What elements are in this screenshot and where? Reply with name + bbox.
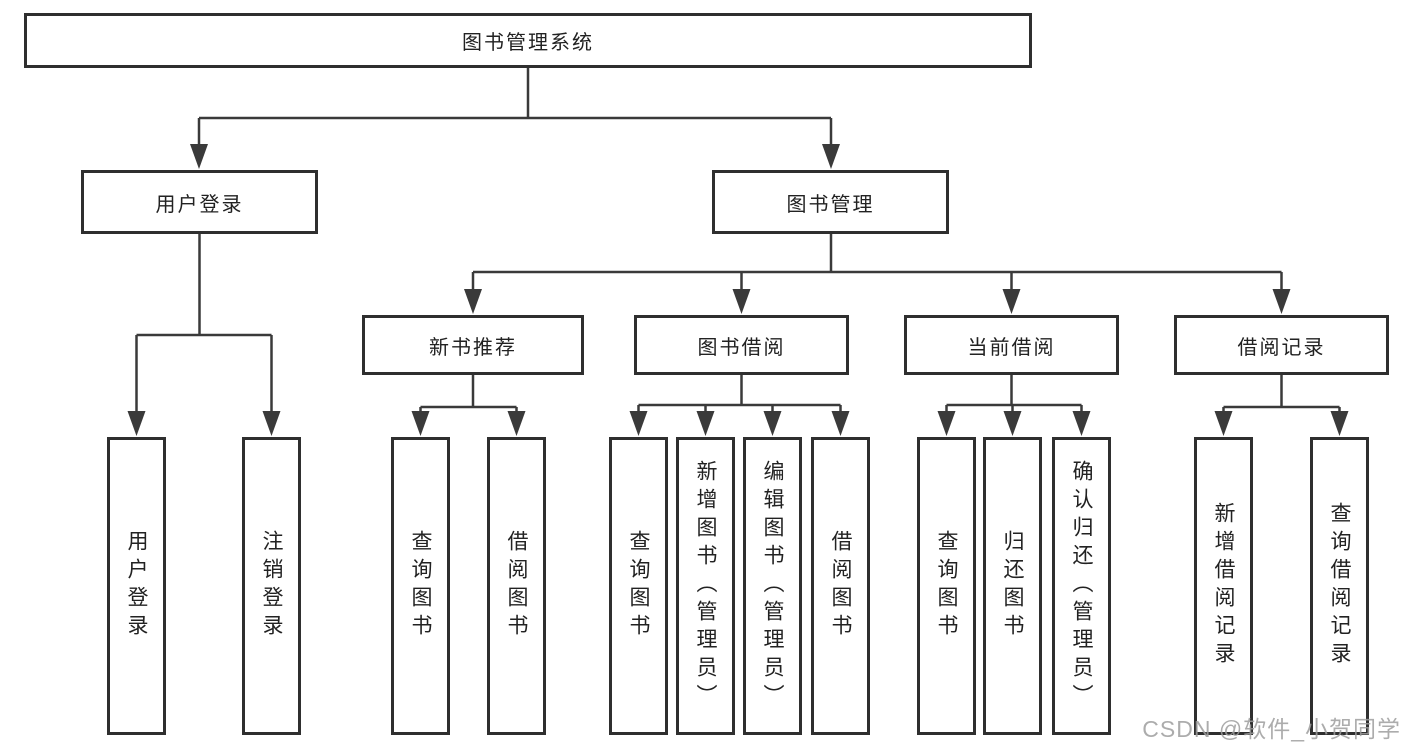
leaf-user-login: 用户登录 [107, 437, 166, 735]
leaf-label: 编辑图书（管理员） [761, 460, 784, 712]
leaf-query-books: 查询图书 [391, 437, 450, 735]
leaf-label: 确认归还（管理员） [1070, 460, 1093, 712]
connector-borrow-to-leaves [637, 375, 842, 415]
leaf-label: 借阅图书 [505, 530, 528, 642]
leaf-query-borrow-record: 查询借阅记录 [1310, 437, 1369, 735]
leaf-query-books: 查询图书 [917, 437, 976, 735]
node-library-system: 图书管理系统 [24, 13, 1032, 68]
connector-records-to-leaves [1222, 375, 1341, 415]
arrow-down-icon [1330, 411, 1349, 436]
arrow-down-icon [1002, 289, 1021, 314]
leaf-label: 查询图书 [935, 530, 958, 642]
leaf-borrow-books: 借阅图书 [811, 437, 870, 735]
leaf-label: 归还图书 [1001, 530, 1024, 642]
leaf-label: 借阅图书 [829, 530, 852, 642]
node-new-book-recommend: 新书推荐 [362, 315, 584, 375]
node-borrowing-records: 借阅记录 [1174, 315, 1389, 375]
arrow-down-icon [262, 411, 281, 436]
leaf-confirm-return-admin: 确认归还（管理员） [1052, 437, 1111, 735]
connector-mgmt-to-level3 [471, 234, 1283, 293]
arrow-down-icon [190, 144, 208, 169]
arrow-down-icon [464, 289, 482, 314]
arrow-down-icon [831, 411, 850, 436]
leaf-label: 用户登录 [125, 530, 148, 642]
leaf-add-book-admin: 新增图书（管理员） [676, 437, 735, 735]
arrow-down-icon [1003, 411, 1022, 436]
leaf-borrow-books: 借阅图书 [487, 437, 546, 735]
connector-newbook-to-leaves [419, 375, 518, 415]
leaf-query-books: 查询图书 [609, 437, 668, 735]
arrow-down-icon [507, 411, 526, 436]
arrow-down-icon [1272, 289, 1291, 314]
arrow-down-icons [127, 144, 1349, 436]
arrow-down-icon [1214, 411, 1233, 436]
leaf-label: 查询借阅记录 [1328, 502, 1351, 670]
arrow-down-icon [822, 144, 840, 169]
leaf-return-books: 归还图书 [983, 437, 1042, 735]
leaf-label: 新增借阅记录 [1212, 502, 1235, 670]
leaf-label: 新增图书（管理员） [694, 460, 717, 712]
csdn-watermark: CSDN @软件_小贺同学 [1142, 716, 1401, 742]
leaf-label: 注销登录 [260, 530, 283, 642]
connector-login-to-leaves [135, 234, 273, 415]
arrow-down-icon [629, 411, 648, 436]
arrow-down-icon [127, 411, 146, 436]
leaf-logout: 注销登录 [242, 437, 301, 735]
leaf-add-borrow-record: 新增借阅记录 [1194, 437, 1253, 735]
leaf-label: 查询图书 [627, 530, 650, 642]
leaf-label: 查询图书 [409, 530, 432, 642]
node-book-management: 图书管理 [712, 170, 949, 234]
arrow-down-icon [763, 411, 782, 436]
node-user-login: 用户登录 [81, 170, 318, 234]
leaf-edit-book-admin: 编辑图书（管理员） [743, 437, 802, 735]
arrow-down-icon [411, 411, 430, 436]
connector-root-to-level2 [197, 68, 833, 150]
arrow-down-icon [696, 411, 715, 436]
arrow-down-icon [732, 289, 751, 314]
node-book-borrowing: 图书借阅 [634, 315, 849, 375]
node-current-borrowing: 当前借阅 [904, 315, 1119, 375]
arrow-down-icon [937, 411, 956, 436]
connector-current-to-leaves [945, 375, 1083, 415]
arrow-down-icon [1072, 411, 1091, 436]
